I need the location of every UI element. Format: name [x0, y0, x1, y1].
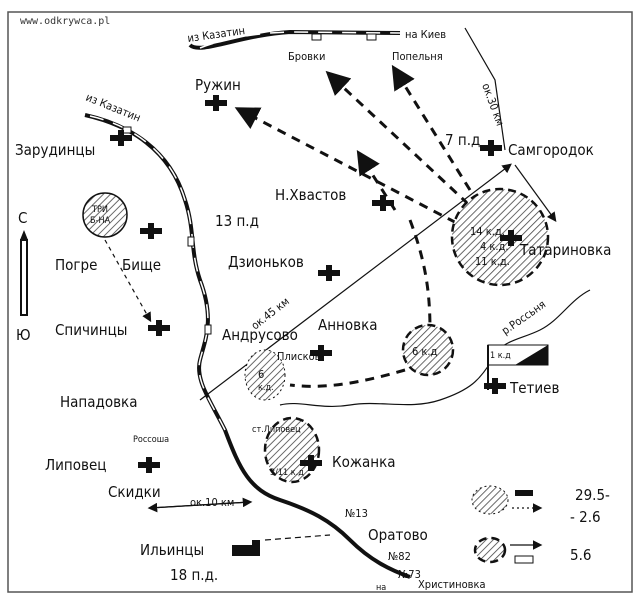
battalion-circle	[82, 192, 128, 238]
place-napadovka: Нападовка	[60, 393, 137, 411]
unit-6kd-pliskov-1: 6	[258, 368, 264, 381]
unit-6kd: 6 к.д	[412, 345, 438, 358]
place-rossosha: Россоша	[133, 435, 169, 445]
unit-battalions-line2: Б-НА	[90, 216, 111, 226]
place-bishche: Бище	[122, 256, 161, 274]
place-popelnya: Попельня	[392, 50, 443, 63]
ilintsy-arrows	[264, 534, 331, 541]
railway-main	[84, 113, 411, 579]
unit-6kd-pliskov-2: к.д.	[258, 383, 274, 393]
unit-battalions-line1: ТРИ	[91, 205, 108, 215]
rail-label-khristinovka: Христиновка	[418, 578, 486, 591]
compass: С Ю	[16, 209, 31, 344]
armored-train-82: №82	[388, 550, 411, 563]
place-oratovo: Оратово	[368, 526, 428, 544]
armored-train-13: №13	[345, 507, 368, 520]
legend-date-1b: - 2.6	[570, 508, 601, 526]
place-pliskov: Плисков	[277, 350, 321, 363]
armored-train-73: №73	[398, 568, 421, 581]
river-rossya	[279, 289, 591, 408]
place-pogre: Погре	[55, 256, 97, 274]
distance-10km: ок.10 км	[190, 496, 234, 509]
unit-7pd: 7 п.д	[445, 131, 480, 149]
place-dzionkov: Дзионьков	[228, 253, 304, 271]
place-zarudintsy: Зарудинцы	[15, 141, 95, 159]
flag-1kd	[487, 344, 549, 390]
cavalry-area-6kd	[401, 323, 455, 377]
unit-18pd: 18 п.д.	[170, 566, 218, 584]
place-ruzhin: Ружин	[195, 76, 241, 94]
legend-date-1a: 29.5-	[575, 486, 610, 504]
unit-14kd: 14 к.д.	[470, 225, 505, 238]
place-skidki: Скидки	[108, 483, 161, 501]
legend-date-2: 5.6	[570, 546, 591, 564]
place-samgorodok: Самгородок	[508, 141, 594, 159]
distance-line-30km	[464, 27, 506, 151]
unit-11kd: 11 к.д.	[475, 255, 510, 268]
railway-top	[188, 29, 401, 50]
unit-1kd: 1 к.д	[490, 351, 511, 361]
place-spichintsy: Спичинцы	[55, 321, 127, 339]
legend: 29.5- - 2.6 5.6	[471, 485, 610, 564]
svg-text:С: С	[18, 209, 27, 227]
cavalry-area-pliskov	[244, 349, 286, 401]
place-annovka: Анновка	[318, 316, 378, 334]
place-tatarinovka: Татариновка	[519, 241, 611, 259]
place-andrusovo: Андрусово	[222, 326, 298, 344]
place-n-khvastov: Н.Хвастов	[275, 186, 346, 204]
place-kozhanka: Кожанка	[332, 453, 396, 471]
svg-text:Ю: Ю	[16, 326, 31, 344]
place-lipovets: Липовец	[45, 456, 106, 474]
rail-label-kiev: на Киев	[405, 28, 446, 41]
unit-4kd: 4 к.д.	[480, 240, 509, 253]
place-brovki: Бровки	[288, 50, 325, 63]
place-ilintsy: Ильинцы	[140, 541, 204, 559]
unit-3-11kd: 3/11 к.д	[270, 468, 304, 478]
place-tetiev: Тетиев	[509, 379, 559, 397]
unit-13pd: 13 п.д	[215, 212, 259, 230]
rail-label-na: на	[376, 583, 386, 593]
watermark: www.odkrywca.pl	[20, 16, 110, 27]
place-st-lipovets: ст.Липовец	[252, 425, 301, 435]
town-markers	[110, 95, 522, 556]
